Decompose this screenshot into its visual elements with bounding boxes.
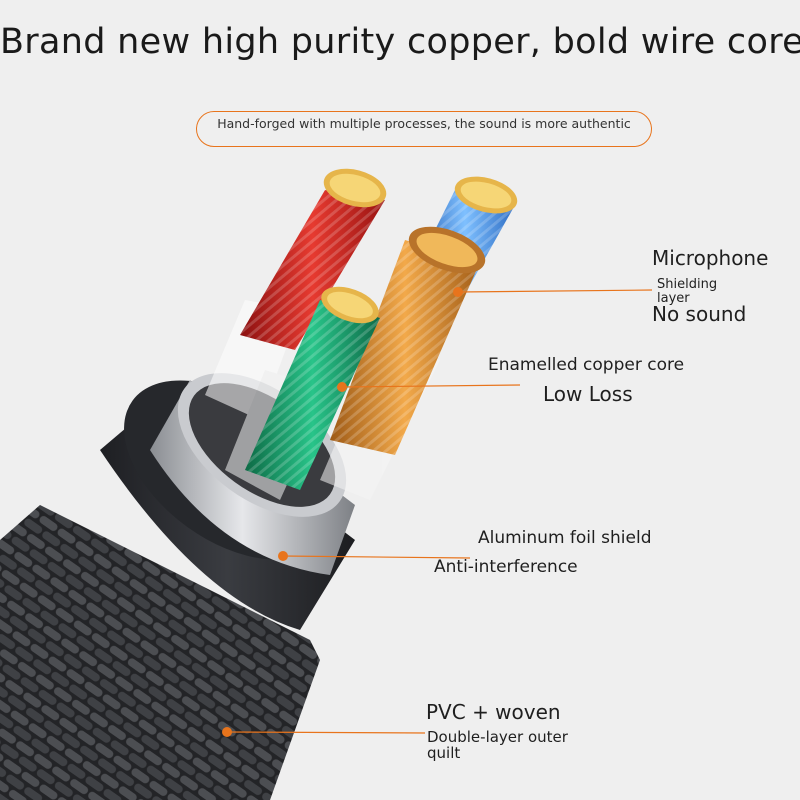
label-low-loss: Low Loss <box>543 382 633 406</box>
callout-aluminum <box>278 551 471 561</box>
callout-pvc <box>222 727 426 737</box>
label-shielding-1: Shielding <box>657 277 718 292</box>
label-anti-interference: Anti-interference <box>434 557 578 577</box>
subtitle-pill: Hand-forged with multiple processes, the… <box>196 111 652 147</box>
subtitle-text: Hand-forged with multiple processes, the… <box>217 116 631 131</box>
page-title: Brand new high purity copper, bold wire … <box>0 22 800 62</box>
copper-wire <box>330 226 486 455</box>
label-enamelled: Enamelled copper core <box>488 355 685 375</box>
callout-shielding <box>453 287 653 297</box>
label-no-sound: No sound <box>652 302 747 326</box>
label-aluminum: Aluminum foil shield <box>478 528 652 548</box>
label-double-layer-2: quilt <box>427 744 461 762</box>
braided-sleeve <box>0 505 320 800</box>
label-microphone: Microphone <box>652 246 769 270</box>
label-double-layer-1: Double-layer outer <box>427 728 568 746</box>
label-pvc: PVC + woven <box>426 700 561 724</box>
red-wire <box>240 168 387 350</box>
green-wire <box>245 286 380 490</box>
label-shielding-2: layer <box>657 291 690 306</box>
callout-enamelled <box>337 382 521 392</box>
